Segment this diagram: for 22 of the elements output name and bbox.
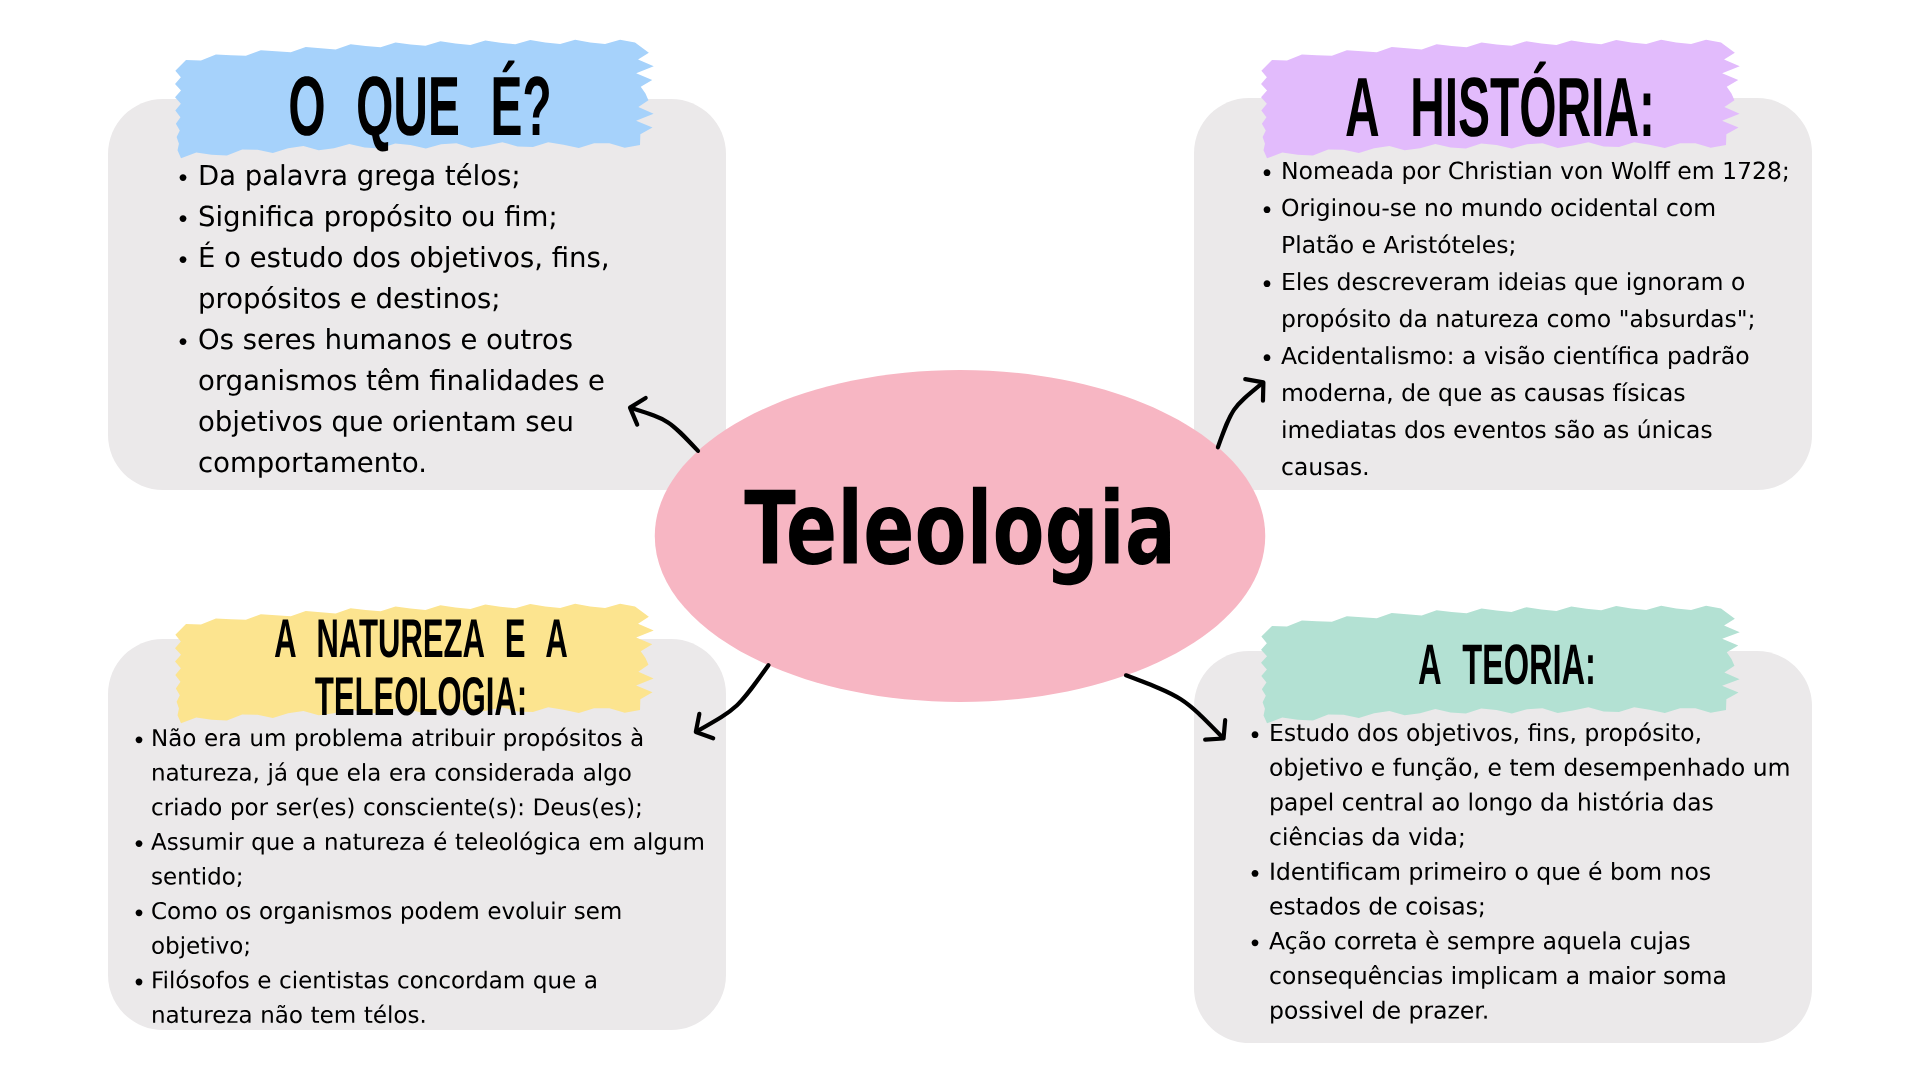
bullet-text: Nomeada por Christian von Wolff em 1728; <box>1283 161 1788 184</box>
bullet-text: Ação correta è sempre aquela cujas consequências implicam a maior soma possivel de prazer. <box>1269 930 1725 1024</box>
bullet-text: Identificam primeiro o que é bom nos estados de coisas; <box>1270 861 1710 918</box>
bullet-text: Filósofos e cientistas concordam que a natureza não tem télos. <box>153 969 596 1024</box>
bullet-text: Assumir que a natureza é teleológica em algum sentido; <box>151 831 703 888</box>
bullet-text: Os seres humanos e outros organismos têm finalidades e objetivos que orientam seu comportamento. <box>199 328 604 478</box>
bullet-text: Como os organismos podem evoluir sem objetivo; <box>152 901 621 959</box>
bullet-text: Da palavra grega télos; <box>200 163 518 191</box>
arrow <box>1215 377 1266 450</box>
arrow <box>1123 673 1228 742</box>
heading-banner: A HISTÓRIA: <box>1261 39 1740 159</box>
bullet-text: Significa propósito ou fim; <box>199 204 555 232</box>
bullet-text: Estudo dos objetivos, fins, propósito, objetivo e função, e tem desempenhado um papel central ao longo da história das ciências da vida; <box>1270 722 1789 848</box>
arrow <box>693 663 771 741</box>
bullet-text: Acidentalismo: a visão científica padrão moderna, de que as causas físicas imediatas dos eventos são as únicas causas. <box>1281 345 1749 476</box>
bullet-text: É o estudo dos objetivos, fins, propósitos e destinos; <box>200 241 607 314</box>
bullet-text: Originou-se no mundo ocidental com Platão e Aristóteles; <box>1282 198 1715 256</box>
heading-banner: O QUE É? <box>175 39 654 159</box>
arrow <box>627 395 701 453</box>
bullet-text: Não era um problema atribuir propósitos à natureza, já que ela era considerada algo criado por ser(es) consciente(s): Deus(es); <box>152 727 643 820</box>
bullet-text: Eles descreveram ideias que ignoram o propósito da natureza como "absurdas"; <box>1283 272 1753 332</box>
heading-banner: A NATUREZA E A TELEOLOGIA: <box>175 603 654 724</box>
